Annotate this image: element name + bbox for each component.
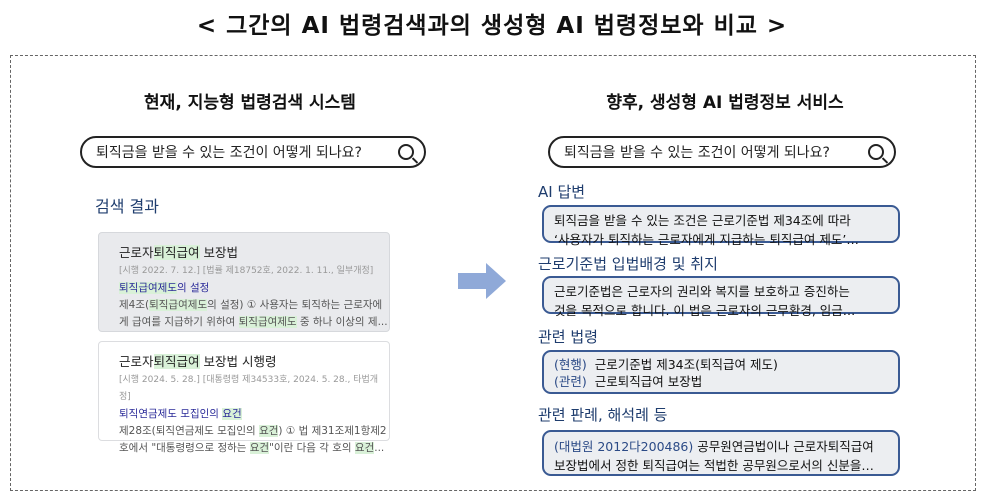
text-segment: 의 설정 <box>176 282 210 294</box>
case-tag[interactable]: (대법원 2012다200486) <box>554 439 694 454</box>
result-title[interactable]: 근로자퇴직급여 보장법 <box>119 243 381 263</box>
ai-answer-box: 퇴직금을 받을 수 있는 조건은 근로기준법 제34조에 따라 ‘사용자가 퇴직… <box>542 205 900 247</box>
text-segment: ... <box>374 442 385 454</box>
highlighted-keyword: 퇴직급여제도 <box>119 282 177 294</box>
background-box: 근로기준법은 근로자의 권리와 복지를 보호하고 증진하는 것을 목적으로 합니… <box>542 276 900 318</box>
search-query: 퇴직금을 받을 수 있는 조건이 어떻게 되나요? <box>564 145 830 161</box>
answer-line: ‘사용자가 퇴직하는 근로자에게 지급하는 퇴직급여 제도’… <box>554 232 859 247</box>
left-search-box[interactable]: 퇴직금을 받을 수 있는 조건이 어떻게 되나요? <box>80 136 426 168</box>
left-heading: 현재, 지능형 법령검색 시스템 <box>144 93 356 113</box>
text-segment: "이란 다음 각 호의 <box>269 442 355 454</box>
section-label: 관련 판례, 해석례 등 <box>538 406 668 424</box>
result-card[interactable]: 근로자퇴직급여 보장법 시행령 [시행 2024. 5. 28.] [대통령령 … <box>98 341 390 454</box>
result-meta: [시행 2022. 7. 12.] [법률 제18752호, 2022. 1. … <box>119 266 374 276</box>
comparison-frame <box>10 55 976 491</box>
result-body: 제4조(퇴직급여제도의 설정) ① 사용자는 퇴직하는 근로자에 <box>119 297 383 314</box>
results-label: 검색 결과 <box>95 197 159 216</box>
text-segment: 근로자 <box>119 245 154 260</box>
highlighted-keyword: 요건 <box>222 408 242 420</box>
right-heading: 향후, 생성형 AI 법령정보 서비스 <box>606 93 844 113</box>
result-subtitle[interactable]: 퇴직급여제도의 설정 <box>119 280 381 297</box>
law-tag: (관련) <box>554 374 587 389</box>
related-law-item[interactable]: (관련) 근로퇴직급여 보장법 <box>554 373 888 390</box>
section-label: 근로기준법 입법배경 및 취지 <box>538 255 718 273</box>
search-query: 퇴직금을 받을 수 있는 조건이 어떻게 되나요? <box>96 145 362 161</box>
text-segment: 보장법 시행령 <box>199 354 277 369</box>
case-text: 보장법에서 정한 퇴직급여는 적법한 공무원으로서의 신분을… <box>554 458 874 473</box>
case-text: 공무원연금법이나 근로자퇴직급여 <box>693 439 874 454</box>
text-segment: 게 급여를 지급하기 위하여 <box>119 316 239 328</box>
result-body: 제28조(퇴직연금제도 모집인의 요건) ① 법 제31조제1항제2 <box>119 423 387 440</box>
answer-line: 퇴직금을 받을 수 있는 조건은 근로기준법 제34조에 따라 <box>554 213 851 228</box>
result-subtitle[interactable]: 퇴직연금제도 모집인의 요건 <box>119 406 381 423</box>
background-line: 근로기준법은 근로자의 권리와 복지를 보호하고 증진하는 <box>554 284 850 299</box>
text-segment: 호에서 "대통령령으로 정하는 <box>119 442 250 454</box>
related-laws-box: (현행) 근로기준법 제34조(퇴직급여 제도) (관련) 근로퇴직급여 보장법 <box>542 350 900 394</box>
law-name[interactable]: 근로퇴직급여 보장법 <box>594 374 703 389</box>
result-title[interactable]: 근로자퇴직급여 보장법 시행령 <box>119 352 381 372</box>
highlighted-keyword: 요건 <box>354 442 375 454</box>
text-segment: 제28조(퇴직연금제도 모집인의 <box>119 425 260 437</box>
highlighted-keyword: 요건 <box>259 425 279 437</box>
highlighted-keyword: 퇴직급여제도 <box>238 316 297 328</box>
section-label: AI 답변 <box>538 183 586 201</box>
search-icon[interactable] <box>398 144 414 160</box>
search-icon[interactable] <box>868 144 884 160</box>
highlighted-keyword: 퇴직급여 <box>153 354 200 369</box>
result-card[interactable]: 근로자퇴직급여 보장법 [시행 2022. 7. 12.] [법률 제18752… <box>98 232 390 332</box>
highlighted-keyword: 퇴직급여제도 <box>149 299 208 311</box>
text-segment: 근로자 <box>119 354 154 369</box>
background-line: 것을 목적으로 합니다. 이 법은 근로자의 근무환경, 임금… <box>554 303 856 318</box>
page-title: < 그간의 AI 법령검색과의 생성형 AI 법령정보와 비교 > <box>196 13 788 39</box>
right-search-box[interactable]: 퇴직금을 받을 수 있는 조건이 어떻게 되나요? <box>548 136 896 168</box>
law-tag: (현행) <box>554 357 587 372</box>
result-meta: [시행 2024. 5. 28.] [대통령령 제34533호, 2024. 5… <box>119 375 379 402</box>
related-law-item[interactable]: (현행) 근로기준법 제34조(퇴직급여 제도) <box>554 356 888 373</box>
law-name[interactable]: 근로기준법 제34조(퇴직급여 제도) <box>594 357 778 372</box>
text-segment: 중 하나 이상의 제... <box>296 316 388 328</box>
arrow-right-icon <box>458 263 506 299</box>
highlighted-keyword: 요건 <box>249 442 270 454</box>
section-label: 관련 법령 <box>538 328 598 346</box>
text-segment: 보장법 <box>199 245 239 260</box>
text-segment: 의 설정) ① 사용자는 퇴직하는 근로자에 <box>207 299 383 311</box>
text-segment: 제4조( <box>119 299 150 311</box>
result-body: 호에서 "대통령령으로 정하는 요건"이란 다음 각 호의 요건... <box>119 440 385 457</box>
highlighted-keyword: 퇴직급여 <box>153 245 200 260</box>
text-segment: 퇴직연금제도 모집인의 <box>119 408 223 420</box>
text-segment: ) ① 법 제31조제1항제2 <box>278 425 387 437</box>
precedents-box: (대법원 2012다200486) 공무원연금법이나 근로자퇴직급여 보장법에서… <box>542 430 900 476</box>
result-body: 게 급여를 지급하기 위하여 퇴직급여제도 중 하나 이상의 제... <box>119 314 388 331</box>
